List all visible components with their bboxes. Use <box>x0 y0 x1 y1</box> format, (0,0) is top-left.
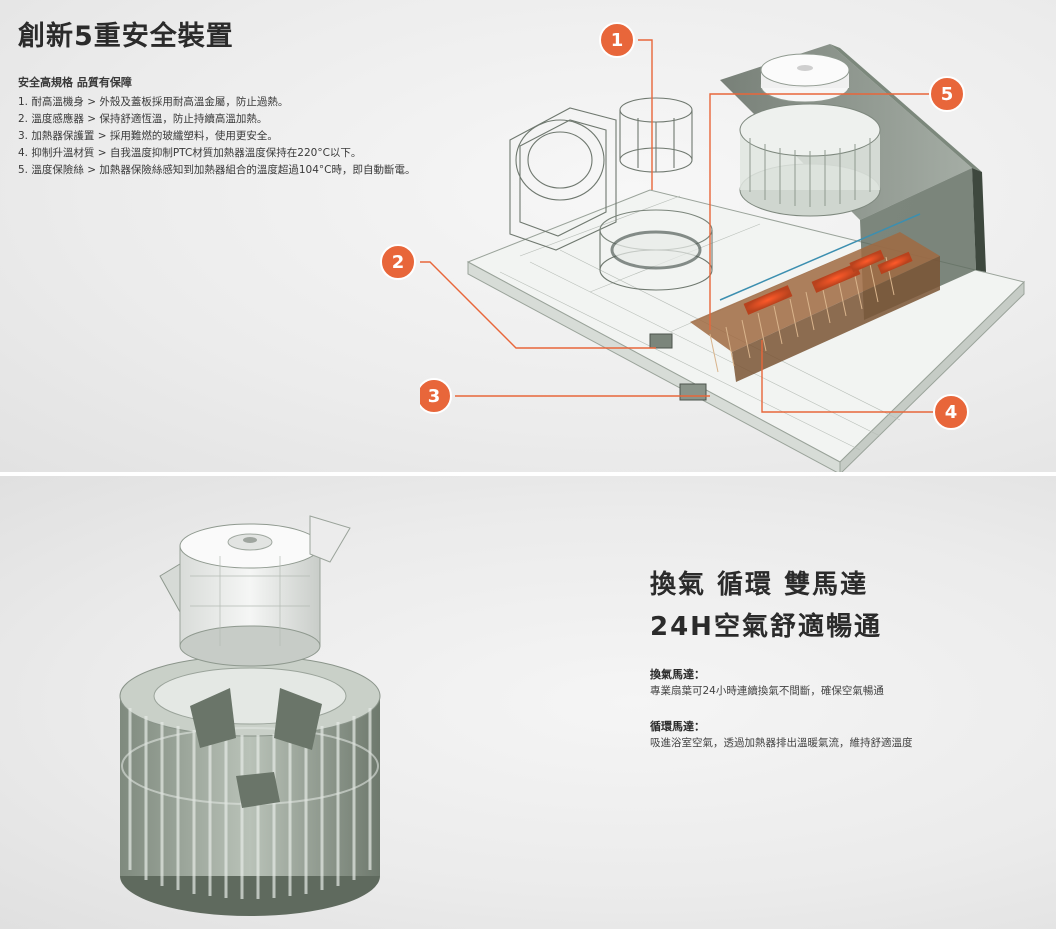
feature-item-3: 3. 加熱器保護置 > 採用難燃的玻纖塑料，使用更安全。 <box>18 130 278 142</box>
right-blower-fan <box>739 53 881 217</box>
heater-device-illustration: 1 5 3 4 <box>420 22 1025 472</box>
safety-title: 創新5重安全裝置 <box>18 21 234 52</box>
blower-fan-illustration <box>119 515 381 916</box>
circulation-motor-label: 循環馬達： <box>650 720 705 733</box>
features-subtitle: 安全高規格 品質有保障 <box>18 76 132 89</box>
motor-title-line2: 24H空氣舒適暢通 <box>650 612 882 642</box>
feature-item-2: 2. 溫度感應器 > 保持舒適恆溫，防止持續高溫加熱。 <box>18 113 268 125</box>
section-divider <box>0 472 1056 476</box>
circulation-motor-block: 循環馬達： 吸進浴室空氣，透過加熱器排出溫暖氣流，維持舒適溫度 <box>650 718 913 752</box>
callout-badge-1: 1 <box>599 22 635 58</box>
ventilation-motor-block: 換氣馬達： 專業扇葉可24小時連續換氣不間斷，確保空氣暢通 <box>650 666 913 700</box>
svg-text:1: 1 <box>611 30 624 51</box>
left-ventilation-fan <box>509 97 713 291</box>
svg-text:5: 5 <box>941 84 954 105</box>
callout-lines <box>420 39 960 413</box>
feature-item-1: 1. 耐高溫機身 > 外殼及蓋板採用耐高溫金屬，防止過熱。 <box>18 96 289 108</box>
fan-wheel <box>119 655 381 916</box>
svg-text:4: 4 <box>945 402 958 423</box>
callout-badge-4: 4 <box>933 394 969 430</box>
callout-badge-5: 5 <box>929 76 965 112</box>
ventilation-motor-label: 換氣馬達： <box>650 668 705 681</box>
dual-motor-panel: 換氣 循環 雙馬達 24H空氣舒適暢通 換氣馬達： 專業扇葉可24小時連續換氣不… <box>0 476 1056 929</box>
callout-badge-3: 3 <box>420 378 452 414</box>
callout-badge-2-overlay: 2 <box>380 244 416 280</box>
circulation-motor-desc: 吸進浴室空氣，透過加熱器排出溫暖氣流，維持舒適溫度 <box>650 737 913 749</box>
dual-motor-text: 換氣 循環 雙馬達 24H空氣舒適暢通 換氣馬達： 專業扇葉可24小時連續換氣不… <box>650 564 913 752</box>
fan-motor <box>159 515 351 667</box>
motor-title-line1: 換氣 循環 雙馬達 <box>650 570 869 600</box>
ptc-heater <box>690 213 940 382</box>
feature-item-5: 5. 溫度保險絲 > 加熱器保險絲感知到加熱器組合的溫度超過104°C時，即自動… <box>18 164 416 176</box>
feature-item-4: 4. 抑制升溫材質 > 自我溫度抑制PTC材質加熱器溫度保持在220°C以下。 <box>18 147 362 159</box>
ventilation-motor-desc: 專業扇葉可24小時連續換氣不間斷，確保空氣暢通 <box>650 685 884 697</box>
svg-text:3: 3 <box>428 386 441 407</box>
svg-text:2: 2 <box>392 252 405 273</box>
features-list: 安全高規格 品質有保障 1. 耐高溫機身 > 外殼及蓋板採用耐高溫金屬，防止過熱… <box>18 74 415 179</box>
safety-features-panel: 創新5重安全裝置 安全高規格 品質有保障 1. 耐高溫機身 > 外殼及蓋板採用耐… <box>0 0 1056 472</box>
